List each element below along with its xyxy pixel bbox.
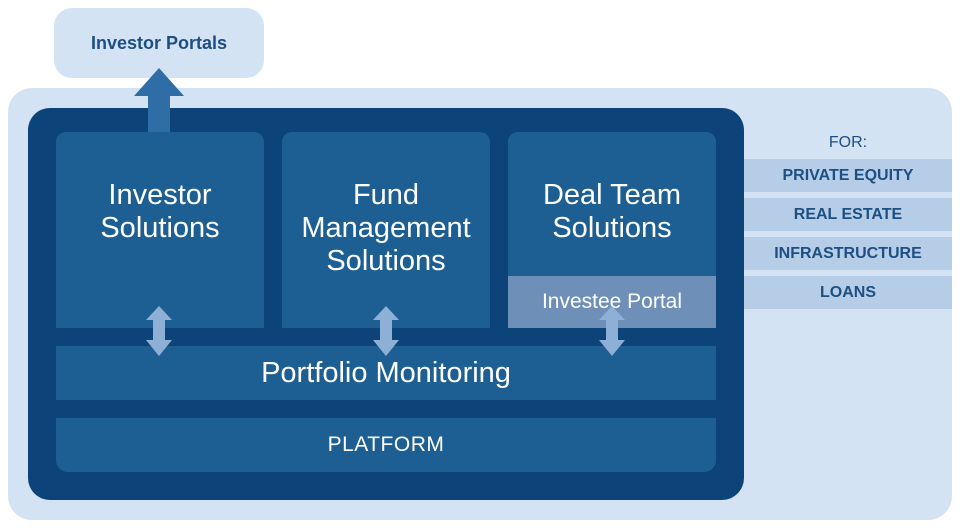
investor-solutions-tile: Investor Solutions	[56, 132, 264, 328]
double-arrow-icon	[146, 306, 172, 356]
fund-management-solutions-tile: Fund Management Solutions	[282, 132, 490, 328]
platform-bar: PLATFORM	[56, 418, 716, 472]
investor-portals-box: Investor Portals	[54, 8, 264, 78]
investor-solutions-title: Investor Solutions	[100, 179, 220, 244]
double-arrow-icon	[373, 306, 399, 356]
for-item-label: INFRASTRUCTURE	[774, 244, 922, 262]
for-label: FOR:	[828, 134, 868, 151]
for-item-label: PRIVATE EQUITY	[782, 166, 914, 184]
for-item-private-equity: PRIVATE EQUITY	[744, 159, 952, 192]
for-item-real-estate: REAL ESTATE	[744, 198, 952, 231]
for-item-loans: LOANS	[744, 276, 952, 309]
deal-team-solutions-title: Deal Team Solutions	[542, 179, 682, 244]
platform-label: PLATFORM	[327, 433, 445, 456]
fund-management-solutions-title: Fund Management Solutions	[301, 179, 471, 277]
for-item-label: REAL ESTATE	[793, 205, 903, 223]
investee-portal-label: Investee Portal	[541, 290, 683, 313]
for-item-infrastructure: INFRASTRUCTURE	[744, 237, 952, 270]
portfolio-monitoring-label: Portfolio Monitoring	[261, 356, 511, 389]
up-arrow-icon	[134, 68, 184, 134]
for-item-label: LOANS	[820, 283, 876, 301]
double-arrow-icon	[599, 306, 625, 356]
investor-portals-label: Investor Portals	[90, 32, 228, 53]
